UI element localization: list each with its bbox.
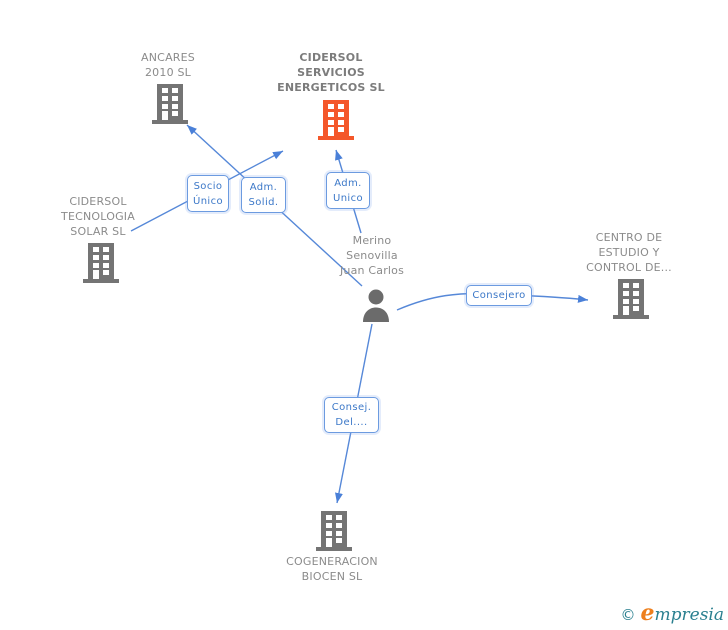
edge-label-line: Adm. xyxy=(249,182,278,193)
node-text-line: BIOCEN SL xyxy=(301,570,363,583)
node-label-cidersol-tecnologia-solar-sl[interactable]: CIDERSOL TECNOLOGIA SOLAR SL xyxy=(28,194,168,239)
node-label-ancares-2010-sl[interactable]: ANCARES 2010 SL xyxy=(98,50,238,80)
node-text-line: CENTRO DE xyxy=(595,231,663,244)
edge-label-line: Consejero xyxy=(472,290,526,301)
node-icon-cidersol-tecnologia-solar-sl[interactable] xyxy=(83,243,119,283)
node-text-line: Juan Carlos xyxy=(339,264,405,277)
node-text-line: Senovilla xyxy=(346,249,398,262)
edge-label-consej-del: Consej. Del.... xyxy=(324,397,379,433)
edge-label-line: Único xyxy=(192,195,224,207)
node-text-line: TECNOLOGIA xyxy=(61,210,135,223)
node-text-line: ENERGETICOS SL xyxy=(277,81,385,94)
node-text-line: Merino xyxy=(352,234,392,247)
edge-label-adm-solid: Adm. Solid. xyxy=(241,177,286,213)
node-icon-cidersol-servicios-energeticos-sl[interactable] xyxy=(318,100,354,140)
edge-label-line: Unico xyxy=(332,192,364,204)
building-icon-highlighted xyxy=(318,100,354,140)
building-icon xyxy=(152,84,188,124)
node-text-line: SERVICIOS xyxy=(297,66,365,79)
node-text-line: CIDERSOL xyxy=(69,195,127,208)
edge-label-line: Socio xyxy=(193,180,223,192)
node-icon-cogeneracion-biocen-sl[interactable] xyxy=(316,511,352,551)
empresia-watermark[interactable]: © e mpresia xyxy=(621,602,725,625)
building-icon xyxy=(613,279,649,319)
edge-label-line: Del.... xyxy=(335,417,368,428)
node-icon-merino-senovilla-juan-carlos[interactable] xyxy=(360,289,392,326)
edge-label-line: Consej. xyxy=(331,402,372,413)
building-icon xyxy=(316,511,352,551)
edge-label-line: Solid. xyxy=(248,197,279,208)
empresia-logo-initial: e xyxy=(640,600,655,626)
node-label-centro-de-estudio-y-control-de[interactable]: CENTRO DE ESTUDIO Y CONTROL DE... xyxy=(559,230,699,275)
node-text-line: ESTUDIO Y xyxy=(598,246,660,259)
node-icon-ancares-2010-sl[interactable] xyxy=(152,84,188,124)
node-icon-centro-de-estudio-y-control-de[interactable] xyxy=(613,279,649,319)
person-icon xyxy=(363,289,389,322)
node-text-line: ANCARES xyxy=(141,51,195,64)
node-label-cogeneracion-biocen-sl[interactable]: COGENERACION BIOCEN SL xyxy=(262,554,402,584)
node-text-line: CONTROL DE... xyxy=(586,261,672,274)
edge-label-line: Adm. xyxy=(334,177,362,189)
edge-label-socio-unico: Socio Único xyxy=(187,175,229,212)
node-label-merino-senovilla-juan-carlos[interactable]: Merino Senovilla Juan Carlos xyxy=(302,233,442,278)
node-label-cidersol-servicios-energeticos-sl[interactable]: CIDERSOL SERVICIOS ENERGETICOS SL xyxy=(251,50,411,95)
edge-label-adm-unico: Adm. Unico xyxy=(326,172,370,209)
node-text-line: CIDERSOL xyxy=(299,51,363,64)
edge-label-consejero: Consejero xyxy=(466,285,532,306)
node-text-line: SOLAR SL xyxy=(70,225,126,238)
empresia-logo-text: mpresia xyxy=(654,605,725,625)
node-text-line: COGENERACION xyxy=(286,555,378,568)
copyright-icon: © xyxy=(620,606,636,624)
node-text-line: 2010 SL xyxy=(144,66,191,79)
building-icon xyxy=(83,243,119,283)
